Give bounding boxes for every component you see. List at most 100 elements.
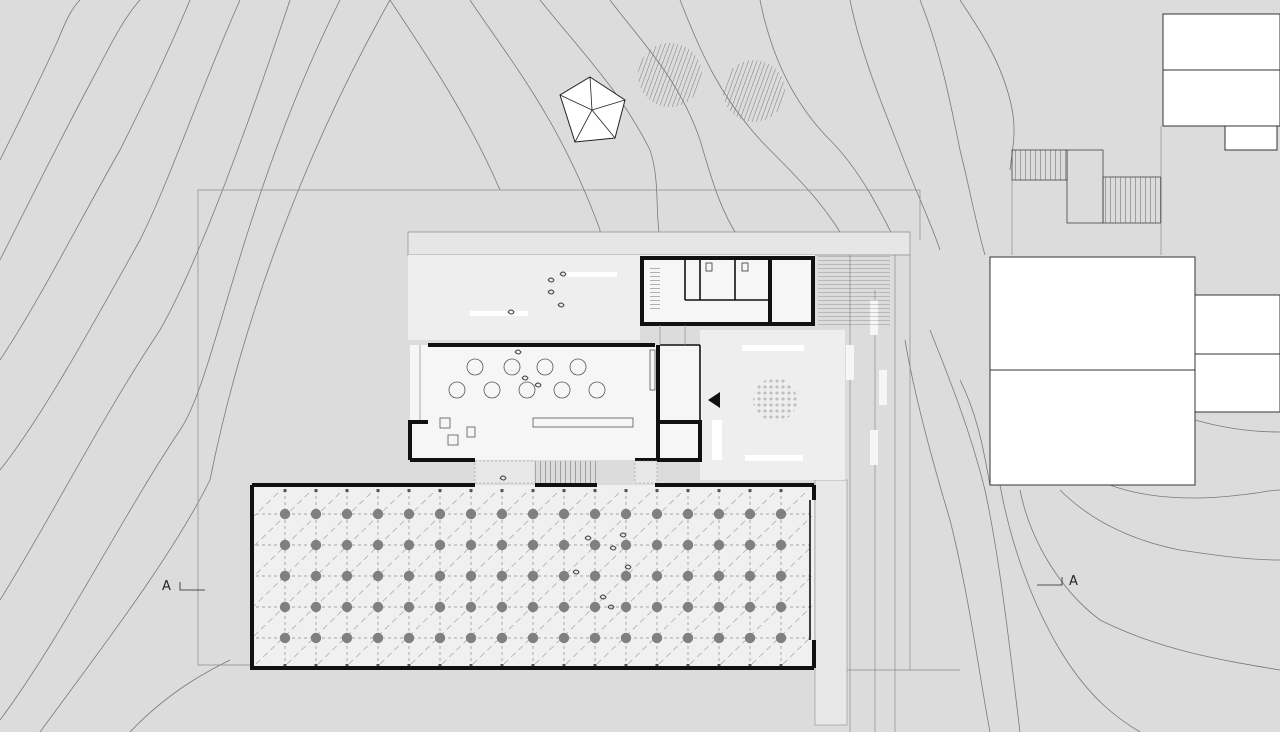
diagonal-line [70,490,250,664]
column [403,508,415,520]
column [589,601,601,613]
column-marker [593,489,597,492]
column [744,570,756,582]
pavilion-icon [559,76,626,143]
column [682,539,694,551]
column [403,570,415,582]
column-marker [531,489,535,492]
column [744,508,756,520]
column [496,539,508,551]
entrance-courtyard [700,330,845,480]
section-marker-left: A [162,579,205,594]
column-marker [655,489,659,492]
column [310,632,322,644]
column [744,539,756,551]
column [682,601,694,613]
column-marker [686,489,690,492]
column [434,539,446,551]
column [775,632,787,644]
column-marker [407,489,411,492]
column [372,508,384,520]
column [341,570,353,582]
column [744,601,756,613]
column-marker [531,664,535,667]
column [465,632,477,644]
column-marker [779,489,783,492]
column-marker [717,489,721,492]
column [775,539,787,551]
column [527,601,539,613]
column [372,632,384,644]
column-marker [686,664,690,667]
column [589,539,601,551]
courtyard-tree-icon [753,378,797,422]
column [558,632,570,644]
column-marker [624,489,628,492]
column [279,570,291,582]
column [527,570,539,582]
section-label-right: A [1069,574,1078,589]
column [279,508,291,520]
hall-columns [279,489,787,667]
tree-icon [638,43,785,122]
column [775,601,787,613]
column [682,632,694,644]
pavilion-building [408,325,702,484]
column [744,632,756,644]
north-arrow-icon [708,392,720,408]
neighbor-buildings [989,13,1280,486]
column [620,632,632,644]
column-marker [624,664,628,667]
column [620,508,632,520]
column [713,601,725,613]
diagonal-line [845,490,1025,664]
column [372,601,384,613]
column [372,570,384,582]
column [496,508,508,520]
column [713,508,725,520]
column [775,570,787,582]
column [620,570,632,582]
column [496,601,508,613]
column [341,508,353,520]
column-marker [748,664,752,667]
diagonal-line [39,490,219,664]
section-label-left: A [162,579,171,594]
column-marker [655,664,659,667]
column [713,632,725,644]
column-hall [39,483,1087,670]
column [465,601,477,613]
diagonal-line [907,490,1087,664]
column-marker [376,489,380,492]
access-path [407,231,911,732]
column [682,508,694,520]
column [310,601,322,613]
column [620,601,632,613]
column [372,539,384,551]
column-marker [438,664,442,667]
column [341,632,353,644]
column [279,632,291,644]
column [620,539,632,551]
column-marker [283,664,287,667]
column [310,508,322,520]
column [434,632,446,644]
column [527,508,539,520]
column [403,539,415,551]
column-marker [283,489,287,492]
column [713,539,725,551]
column [713,570,725,582]
column [682,570,694,582]
column [465,570,477,582]
column-marker [376,664,380,667]
column [558,539,570,551]
column [465,539,477,551]
column [403,632,415,644]
column-marker [438,489,442,492]
column-marker [717,664,721,667]
column [341,601,353,613]
column-marker [407,664,411,667]
column-marker [500,489,504,492]
column-marker [345,664,349,667]
